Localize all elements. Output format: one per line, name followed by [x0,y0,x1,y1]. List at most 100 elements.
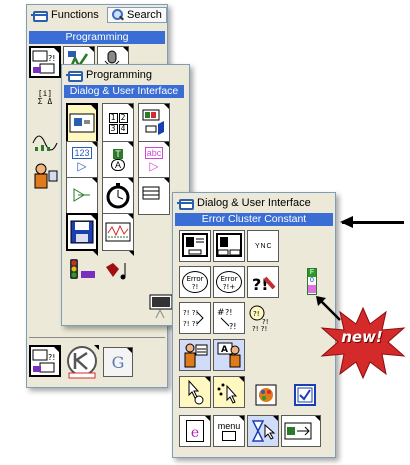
cursor-icon [188,379,204,405]
starburst-shape [320,306,406,380]
svg-text:?! ?!: ?! ?! [183,309,198,317]
user-tile[interactable] [29,160,61,192]
cursor-tile[interactable] [179,376,211,408]
svg-text:#: # [217,308,225,318]
svg-text:A: A [221,345,228,355]
new-callout: new! [320,306,406,380]
svg-text:?!: ?! [48,54,55,63]
waveform-tile[interactable] [138,177,170,215]
error-code-cluster-tile[interactable]: # ?! ?! [213,302,245,334]
speaker-note-icon [106,263,126,280]
google-tile[interactable]: G [103,347,133,377]
programming-palette: Programming Dialog & User Interface 1 2 … [61,64,190,326]
merge-errors-tile[interactable]: ?! ?! ?! ?! [179,302,211,334]
boolean-indicator-tile[interactable]: T A [102,141,134,179]
table-icon [142,186,160,200]
checkbox-tile[interactable] [294,384,316,406]
digit-2: 2 [118,112,128,123]
search-icon [112,9,124,21]
functions-tab[interactable]: Functions [31,7,99,23]
search-tab-label: Search [127,9,162,21]
svg-text:?!: ?! [229,322,236,331]
play-arrow-icon: ▷ [77,159,87,173]
error-bubble-icon: Error ?! [182,271,208,293]
mouse-input-icon [284,422,312,440]
cluster-tile[interactable] [66,177,98,215]
status-f-label: F [308,269,316,277]
file-io-tile[interactable] [66,213,98,251]
search-tab[interactable]: Search [107,7,167,23]
error-cluster-constant[interactable]: F 0 [307,268,317,295]
hourglass-tile[interactable] [247,415,279,447]
graph-tile[interactable] [102,213,134,251]
error-code-icon: # ?! ?! [217,308,236,331]
signal-tile[interactable] [29,123,61,155]
timing-tile[interactable] [102,177,134,215]
dialog-icon [69,113,95,133]
clear-errors-tile[interactable]: ?! [247,266,279,298]
general-error-handler-tile[interactable]: Error ?!+ [213,266,245,298]
prompt-user-tile[interactable]: A [213,339,245,371]
boolean-tile[interactable] [138,103,170,143]
indicator-tile[interactable] [66,251,98,289]
dialog-box-icon [182,233,208,257]
structures-icon: ?! [32,50,55,74]
find-first-error-tile[interactable]: ?! ?! ?! ?! [247,302,279,334]
g-icon: G [111,352,125,372]
simple-error-handler-tile[interactable]: Error ?! [179,266,211,298]
cursor-busy-icon [217,383,238,404]
menu-label: menu [217,421,241,431]
floppy-icon [70,220,94,244]
one-button-dialog-tile[interactable] [179,230,211,262]
pin-icon[interactable] [31,8,48,22]
ni-logo-tile[interactable] [65,345,99,379]
clear-errors-icon: ?! [252,275,276,294]
bottom-structures-tile[interactable]: ?! [29,345,61,377]
functions-palette-titlebar: Functions Search [27,5,167,25]
merge-errors-icon: ?! ?! ?! ?! [183,309,204,328]
edit-text-tile[interactable]: e [179,415,211,447]
dialog-tile[interactable] [66,103,98,143]
sound-tile-2[interactable] [102,251,134,289]
arrow-head [340,216,353,228]
report-tile[interactable] [146,291,178,321]
math-glyph: [i]Σ Δ [37,89,53,106]
traffic-light-icon [70,259,95,279]
svg-text:?! ?!: ?! ?! [252,325,267,332]
digit-4: 4 [118,123,128,134]
stopwatch-icon [106,183,130,209]
structures-tile[interactable]: ?! [29,46,61,78]
svg-text:?!: ?! [262,318,269,326]
numeric-tile[interactable]: 1 2 3 4 [102,103,134,143]
checkbox-icon [297,387,313,403]
functions-separator [29,337,165,338]
find-error-icon: ?! ?! ?! ?! [249,305,269,332]
dialog-title: Dialog & User Interface [197,197,311,209]
svg-text:?!: ?! [253,310,260,318]
error-plus-text: ?!+ [222,283,236,291]
pin-icon[interactable] [66,68,83,82]
structures-icon: ?! [32,349,55,373]
numeric-indicator-tile[interactable]: 123 ▷ [66,141,98,179]
color-box-tile[interactable] [255,384,277,406]
mouse-input-tile[interactable] [281,415,321,447]
event-user-tile[interactable] [179,339,211,371]
busy-cursor-tile[interactable] [213,376,245,408]
person-icon [34,163,58,189]
new-label: new! [341,328,383,346]
programming-category-header[interactable]: Dialog & User Interface [64,85,184,98]
three-button-dialog-tile[interactable]: Y N C [247,230,279,262]
svg-text:?! ?!: ?! ?! [183,320,198,328]
selected-item-header[interactable]: Error Cluster Constant [175,213,333,226]
arrow-shaft [342,221,404,224]
hourglass-cursor-icon [251,420,276,442]
two-button-dialog-tile[interactable] [213,230,245,262]
string-tile[interactable]: abc ▷ [138,141,170,179]
functions-category-header[interactable]: Programming [29,31,165,44]
ync-label: Y N C [254,242,272,250]
menu-tile[interactable]: menu [213,415,245,447]
functions-tab-label: Functions [51,9,99,21]
math-tile[interactable]: [i]Σ Δ [29,83,61,113]
pin-icon[interactable] [177,196,194,210]
dialog-titlebar: Dialog & User Interface [173,193,335,213]
